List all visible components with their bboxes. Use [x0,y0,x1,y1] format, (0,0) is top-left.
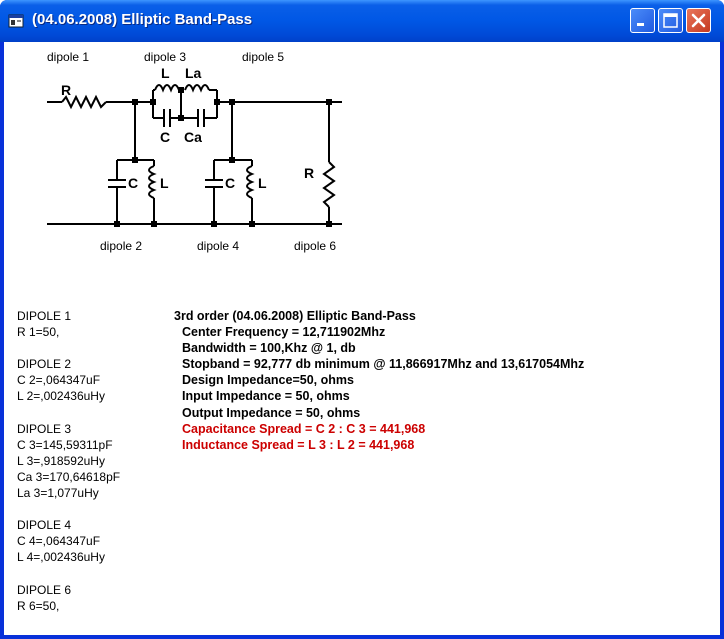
design-impedance: Design Impedance=50, ohms [182,373,354,388]
capacitance-spread: Capacitance Spread = C 2 : C 3 = 441,968 [182,421,426,436]
window-title: (04.06.2008) Elliptic Band-Pass [32,11,253,28]
dipole-title: DIPOLE 3 [17,421,72,436]
component-value: L 2=,002436uHy [17,389,105,404]
component-value: R 1=50, [17,325,60,340]
bandwidth: Bandwidth = 100,Khz @ 1, db [182,341,356,356]
filter-schematic: dipole 1 dipole 3 dipole 5 dipole 2 dipo… [47,50,342,253]
symbol-r-output: R [304,165,314,181]
label-dipole-2: dipole 2 [100,239,142,253]
minimize-icon [637,23,644,26]
component-value: La 3=1,077uHy [17,486,99,501]
component-value: C 2=,064347uF [17,373,101,388]
symbol-ca3: Ca [184,129,202,145]
close-icon [691,13,706,28]
label-dipole-6: dipole 6 [294,239,336,253]
symbol-l2: L [160,175,169,191]
component-value: R 6=50, [17,598,60,613]
inductance-spread: Inductance Spread = L 3 : L 2 = 441,968 [182,437,415,452]
minimize-button[interactable] [630,8,655,33]
symbol-l3: L [161,65,170,81]
maximize-button[interactable] [658,8,683,33]
client-area: dipole 1 dipole 3 dipole 5 dipole 2 dipo… [4,42,720,635]
component-value: C 4=,064347uF [17,534,101,549]
component-value: L 3=,918592uHy [17,453,105,468]
title-bar[interactable]: (04.06.2008) Elliptic Band-Pass [0,0,724,42]
label-dipole-5: dipole 5 [242,50,284,64]
dipole-title: DIPOLE 1 [17,309,72,323]
label-dipole-4: dipole 4 [197,239,239,253]
label-dipole-1: dipole 1 [47,50,89,64]
maximize-icon [663,13,678,28]
symbol-r-input: R [61,82,71,98]
symbol-c2: C [128,175,138,191]
symbol-la3: La [185,65,202,81]
dipole-title: DIPOLE 6 [17,582,72,597]
component-values: DIPOLE 1 R 1=50, DIPOLE 2 C 2=,064347uF … [17,308,177,614]
dipole-title: DIPOLE 2 [17,357,72,372]
label-dipole-3: dipole 3 [144,50,186,64]
filter-summary: 3rd order (04.06.2008) Elliptic Band-Pas… [174,308,714,453]
symbol-c3: C [160,129,170,145]
component-value: Ca 3=170,64618pF [17,469,121,484]
summary-heading: 3rd order (04.06.2008) Elliptic Band-Pas… [174,309,416,323]
symbol-c4: C [225,175,235,191]
output-impedance: Output Impedance = 50, ohms [182,405,361,420]
close-button[interactable] [686,8,711,33]
dipole-title: DIPOLE 4 [17,518,72,533]
stopband: Stopband = 92,777 db minimum @ 11,866917… [182,357,585,372]
input-impedance: Input Impedance = 50, ohms [182,389,350,404]
component-value: C 3=145,59311pF [17,437,113,452]
symbol-l4: L [258,175,267,191]
center-frequency: Center Frequency = 12,711902Mhz [182,325,386,340]
component-value: L 4=,002436uHy [17,550,105,565]
app-icon[interactable] [8,13,24,29]
